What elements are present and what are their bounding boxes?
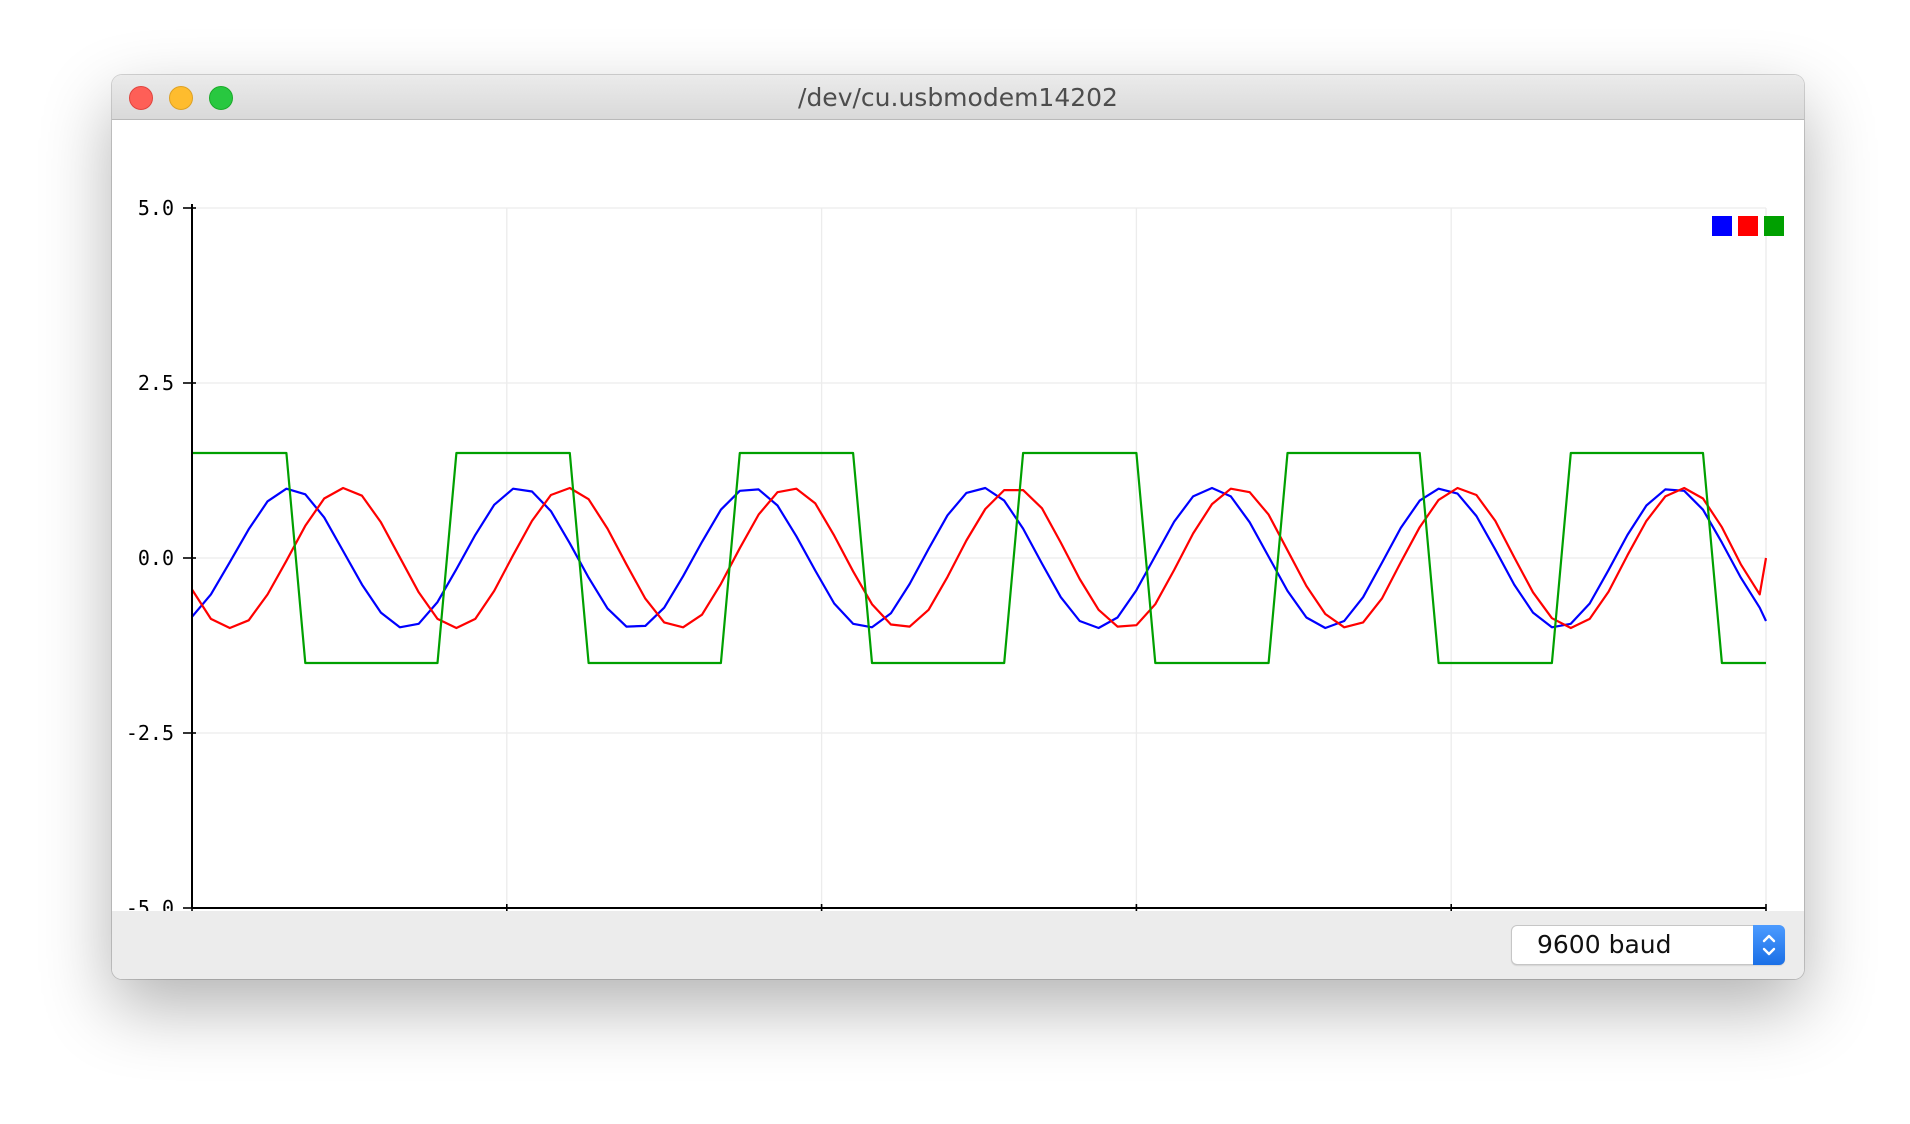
baud-rate-select[interactable]: 9600 baud — [1511, 925, 1785, 965]
bottom-toolbar: 9600 baud — [112, 911, 1804, 979]
series-line-3 — [192, 451, 1766, 665]
close-window-button[interactable] — [129, 86, 153, 110]
legend-swatch-2 — [1738, 216, 1758, 236]
y-tick-label: 2.5 — [138, 371, 174, 395]
grid-layer — [191, 207, 1767, 909]
baud-rate-value: 9600 baud — [1537, 930, 1672, 959]
serial-plot-chart: 5.02.50.0-2.5-5.099199299399499599 — [126, 196, 1784, 943]
window-title: /dev/cu.usbmodem14202 — [798, 83, 1118, 112]
legend-swatch-3 — [1764, 216, 1784, 236]
plot-area: 5.02.50.0-2.5-5.099199299399499599 — [112, 120, 1804, 979]
title-bar[interactable]: /dev/cu.usbmodem14202 — [112, 75, 1804, 120]
y-tick-label: 5.0 — [138, 196, 174, 220]
legend-swatch-1 — [1712, 216, 1732, 236]
zoom-window-button[interactable] — [209, 86, 233, 110]
series-line-1 — [191, 486, 1767, 630]
up-down-chevron-icon — [1762, 934, 1776, 956]
legend — [1712, 216, 1784, 236]
series-line-2 — [191, 486, 1768, 630]
axes-layer: 5.02.50.0-2.5-5.099199299399499599 — [126, 196, 1784, 943]
dropdown-stepper-icon[interactable] — [1753, 925, 1785, 965]
y-tick-label: -2.5 — [126, 721, 174, 745]
series-layer — [191, 451, 1768, 665]
y-tick-label: 0.0 — [138, 546, 174, 570]
minimize-window-button[interactable] — [169, 86, 193, 110]
